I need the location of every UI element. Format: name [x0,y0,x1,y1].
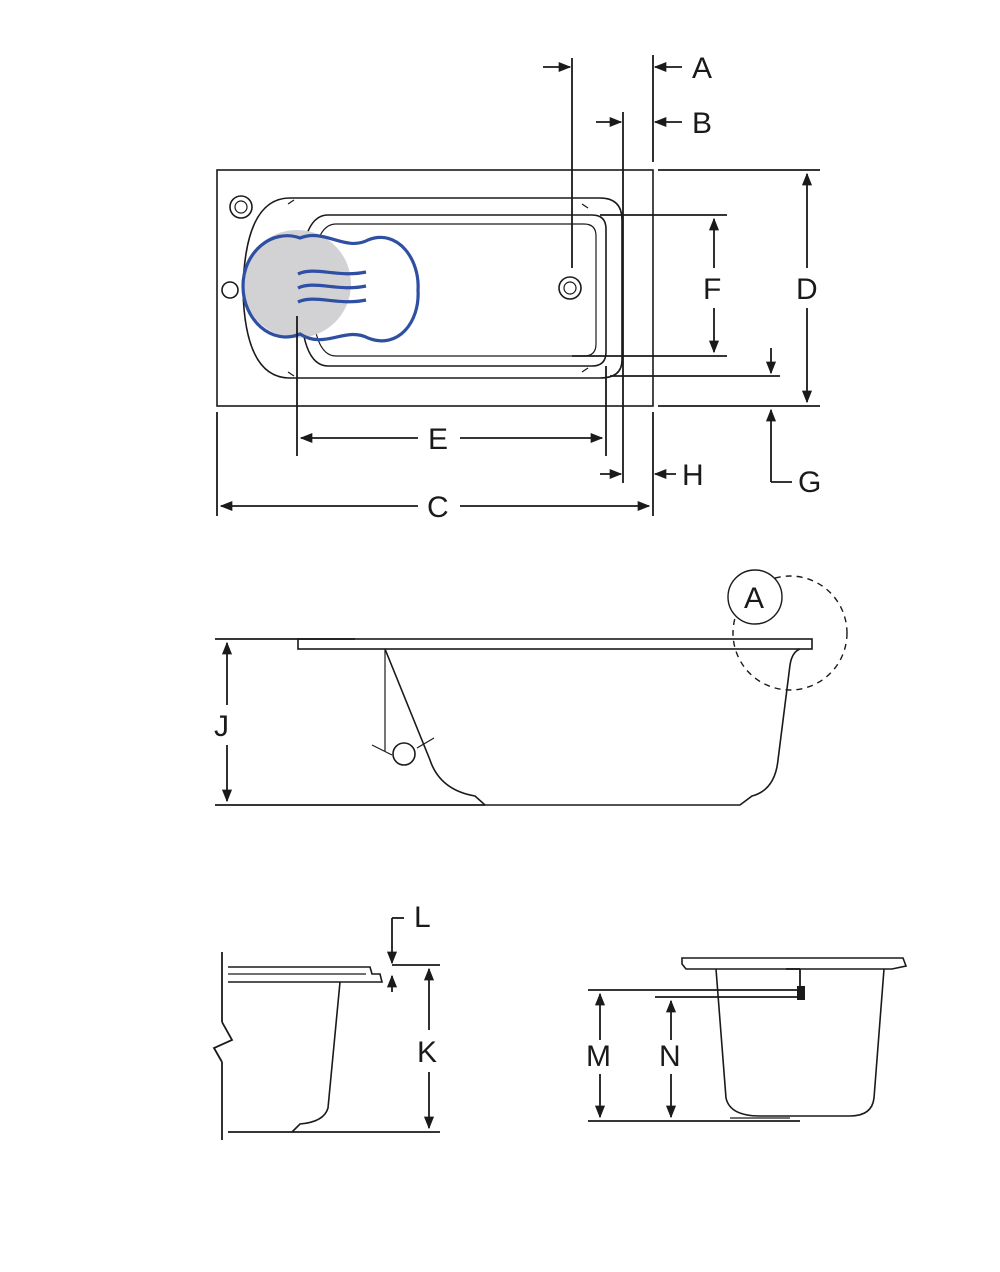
detail-a-view: L K [212,901,440,1140]
detail-deck [228,966,384,983]
side-deck [297,638,813,650]
tub-deck-outline [216,169,654,407]
drain [558,276,582,300]
label-n: N [659,1040,681,1073]
label-k: K [417,1036,437,1069]
label-f: F [703,273,721,306]
end-deck [681,957,908,970]
detail-callout-tag [727,569,783,625]
label-m: M [586,1040,611,1073]
side-elevation-view: J A [214,569,848,806]
side-waste-fitting [392,742,416,766]
label-d: D [796,273,818,306]
detail-tub-wall [291,981,341,1133]
waste-fitting [221,281,239,299]
side-tub-body [384,648,801,806]
label-e: E [428,423,448,456]
end-apron-bracket [797,986,805,1000]
backrest-cushion [241,230,420,343]
rim-corner-marks [287,199,589,377]
label-b: B [692,107,712,140]
label-g: G [798,466,821,499]
tub-rim-outline [242,197,623,379]
label-detail-a: A [744,582,764,615]
label-j: J [214,710,229,743]
overflow-fitting [229,195,253,219]
label-l: L [414,901,431,934]
end-tub-body [715,968,885,1117]
plan-view: A B D F G E H [216,52,821,524]
label-c: C [427,491,449,524]
label-a: A [692,52,712,85]
label-h: H [682,459,704,492]
detail-callout-circle [732,575,848,691]
end-elevation-view: M N [586,957,908,1122]
